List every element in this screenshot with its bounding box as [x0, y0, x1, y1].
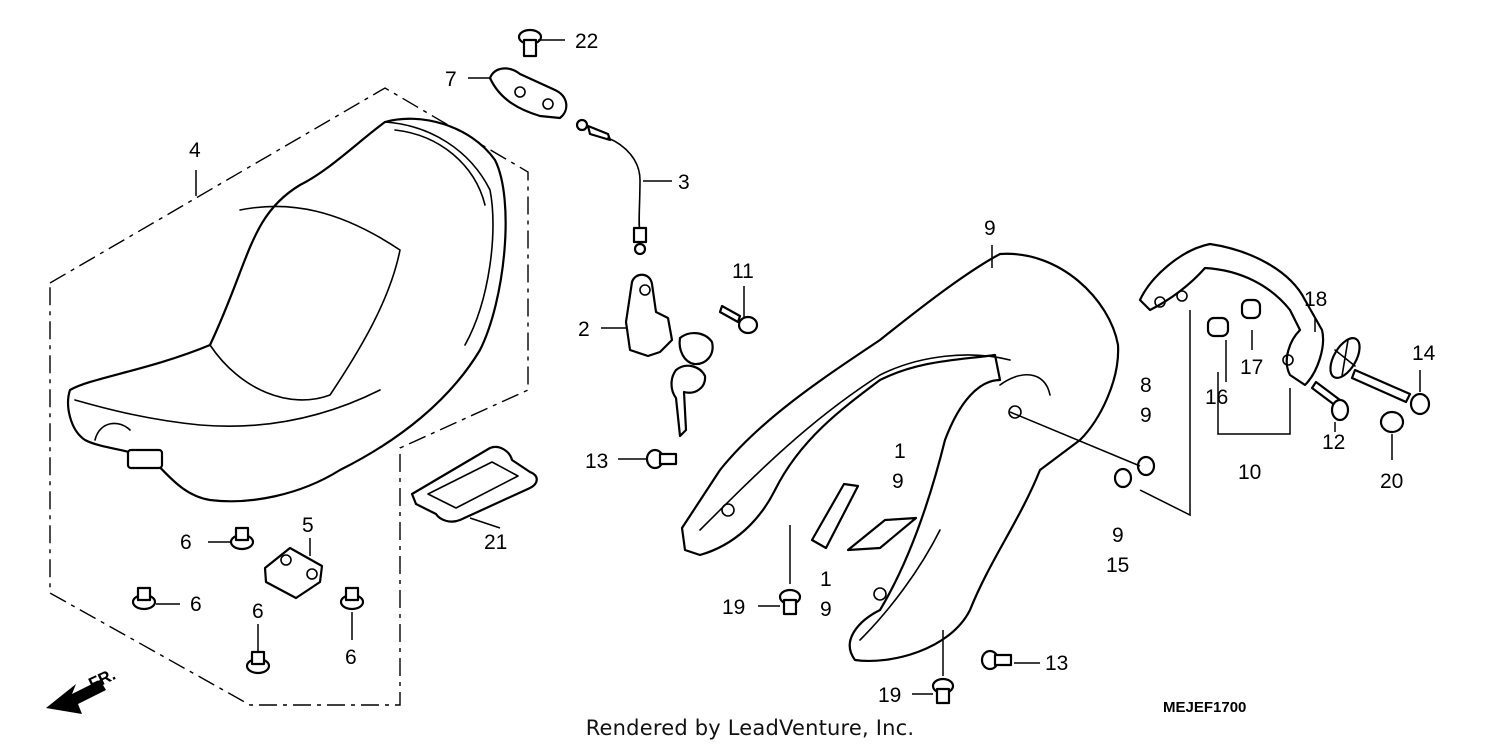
callout-2: 2: [578, 318, 590, 341]
seat-nut-6b[interactable]: [131, 586, 157, 611]
seat-lock-bracket-7[interactable]: [488, 67, 568, 120]
callout-6c: 6: [252, 600, 264, 623]
rear-cowl-9[interactable]: [680, 252, 1120, 662]
callout-16: 16: [1205, 386, 1228, 409]
seat-nut-6a[interactable]: [229, 526, 255, 551]
seat-lock-2[interactable]: [624, 273, 714, 438]
clip-19b[interactable]: [931, 677, 955, 705]
callout-14: 14: [1412, 342, 1436, 365]
washer-18[interactable]: [1324, 333, 1365, 382]
cowl-plate-1b[interactable]: [846, 516, 918, 552]
callout-18: 18: [1304, 288, 1327, 311]
grab-rail-10[interactable]: [1138, 242, 1325, 387]
render-credit: Rendered by LeadVenture, Inc.: [585, 716, 915, 740]
leader-lines: [156, 39, 1421, 695]
callout-9-top: 9: [984, 217, 996, 240]
callout-6b: 6: [190, 593, 202, 616]
callout-5: 5: [302, 514, 314, 537]
collar-17[interactable]: [1240, 298, 1262, 320]
callout-19-bottom: 19: [878, 684, 901, 707]
front-direction-arrow-icon: FR.: [46, 665, 119, 714]
seat-nut-6c[interactable]: [245, 650, 271, 675]
bolt-12[interactable]: [1310, 380, 1350, 422]
clip-19a[interactable]: [778, 588, 802, 616]
callout-9-15: 9: [1112, 524, 1124, 547]
callout-9-8: 9: [1140, 404, 1152, 427]
cap-20[interactable]: [1379, 410, 1405, 434]
collar-16[interactable]: [1206, 316, 1230, 338]
callout-11: 11: [732, 260, 754, 283]
callout-9-bottom: 9: [820, 598, 832, 621]
callout-6d: 6: [345, 646, 357, 669]
callout-22: 22: [575, 30, 598, 53]
callout-1-top: 1: [894, 440, 906, 463]
callout-7: 7: [445, 68, 457, 91]
callout-8: 8: [1140, 374, 1152, 397]
callout-3: 3: [678, 171, 690, 194]
callout-1-bottom: 1: [820, 568, 832, 591]
screw-13a[interactable]: [645, 448, 678, 470]
diagram-code: MEJEF1700: [1163, 699, 1246, 716]
callout-17: 17: [1240, 356, 1263, 379]
seat-nut-6d[interactable]: [339, 586, 365, 611]
collar-8[interactable]: [1136, 455, 1156, 477]
callout-13-right: 13: [1045, 652, 1068, 675]
seat-lock-cable-3[interactable]: [575, 118, 648, 256]
assembly-boundary: [49, 87, 529, 706]
callout-15: 15: [1106, 554, 1129, 577]
callout-19-left: 19: [722, 596, 745, 619]
seat-part[interactable]: [67, 117, 507, 503]
callouts: 22 7 4 3 9 11 2 18 14 17 16 8 9 12 10 20…: [180, 30, 1436, 716]
screw-11[interactable]: [718, 304, 759, 335]
callout-20: 20: [1380, 470, 1403, 493]
callout-9-1: 9: [892, 470, 904, 493]
callout-12: 12: [1322, 431, 1345, 454]
screw-13b[interactable]: [980, 649, 1013, 671]
bolt-14[interactable]: [1350, 368, 1431, 416]
cowl-plate-1a[interactable]: [810, 482, 860, 550]
seat-strap-21[interactable]: [410, 445, 538, 523]
callout-13-left: 13: [585, 450, 608, 473]
callout-6a: 6: [180, 531, 192, 554]
callout-4: 4: [189, 139, 201, 162]
seat-bracket-5[interactable]: [263, 546, 324, 600]
callout-21: 21: [484, 531, 507, 554]
bolt-22[interactable]: [517, 28, 543, 58]
collar-15[interactable]: [1113, 467, 1133, 489]
callout-10: 10: [1238, 461, 1261, 484]
